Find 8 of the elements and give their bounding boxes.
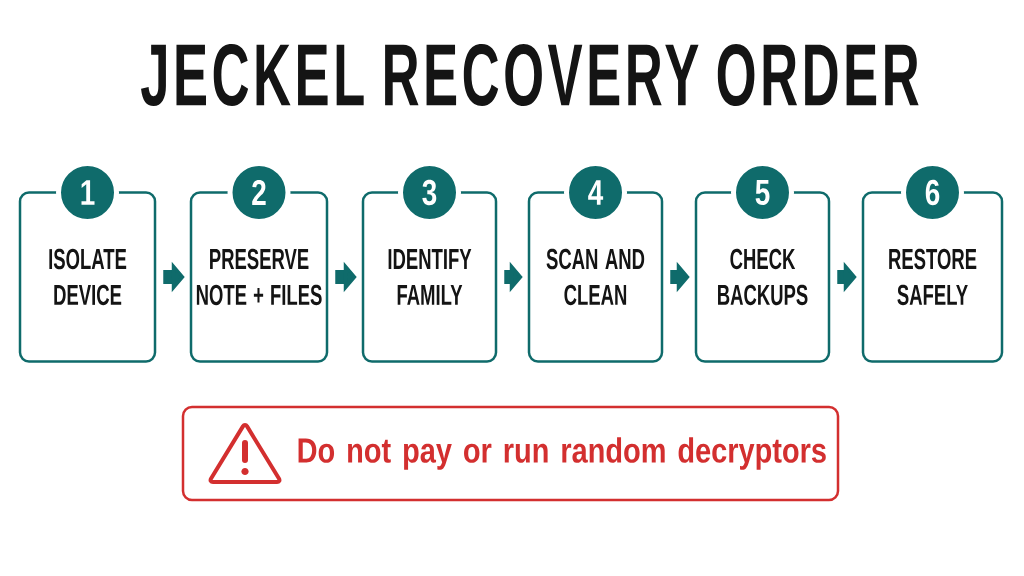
number-badge: 3 xyxy=(398,161,461,224)
number-badge: 4 xyxy=(564,161,627,224)
number-badge: 5 xyxy=(731,161,794,224)
number-badge: 1 xyxy=(56,161,119,224)
number-badge: 2 xyxy=(227,161,291,224)
warning-box: Do not pay or run random decryptors xyxy=(181,405,840,502)
title: JECKEL RECOVERY ORDER xyxy=(141,43,919,107)
number-badge: 6 xyxy=(901,161,964,224)
